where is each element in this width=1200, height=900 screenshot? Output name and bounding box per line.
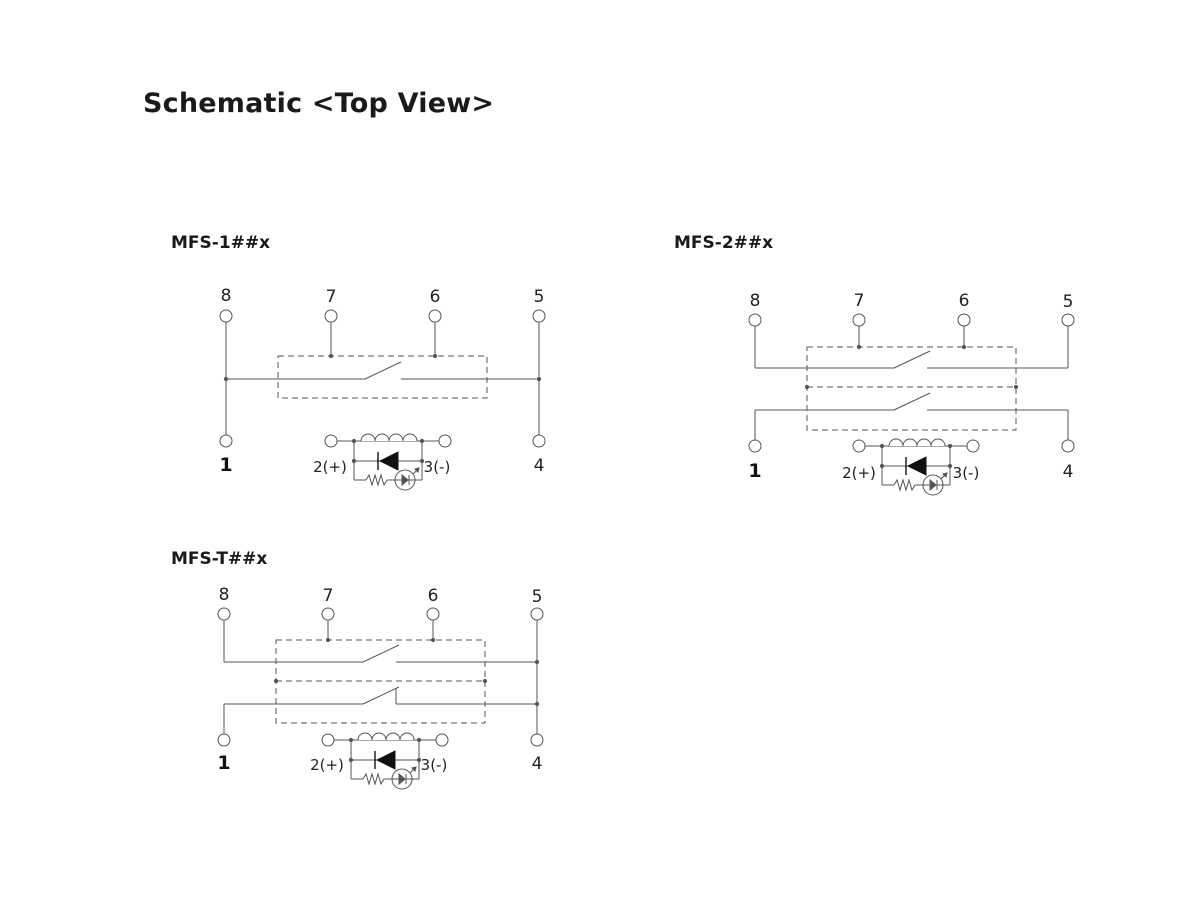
diagram-mfs-2 xyxy=(748,313,1075,496)
page-title: Schematic <Top View> xyxy=(143,88,495,119)
relay-housing-box xyxy=(277,355,488,399)
pin-label-8: 8 xyxy=(219,585,230,605)
pin-label-8: 8 xyxy=(750,291,761,311)
pin-label-1: 1 xyxy=(217,752,230,774)
pin-label-7: 7 xyxy=(854,291,865,311)
coil-minus-label: 3(-) xyxy=(424,458,451,476)
terminal-pin-4 xyxy=(532,434,546,448)
diagram-label-mfs-t: MFS-T##x xyxy=(171,549,268,569)
terminal-pin-1 xyxy=(219,434,233,448)
terminal-pin-1 xyxy=(748,439,762,453)
coil-minus-label: 3(-) xyxy=(953,464,980,482)
terminal-pin-5 xyxy=(1061,313,1075,327)
terminal-pin-5 xyxy=(530,607,544,621)
pin-label-5: 5 xyxy=(532,587,543,607)
terminal-pin-1 xyxy=(217,733,231,747)
terminal-pin-8 xyxy=(748,313,762,327)
pin-label-7: 7 xyxy=(323,586,334,606)
terminal-pin-7 xyxy=(321,607,335,621)
terminal-pin-8 xyxy=(219,309,233,323)
pin-label-5: 5 xyxy=(1063,292,1074,312)
pin-label-4: 4 xyxy=(532,754,543,774)
pin-label-1: 1 xyxy=(748,460,761,482)
diagram-label-mfs-1: MFS-1##x xyxy=(171,233,271,253)
terminal-pin-6 xyxy=(428,309,442,323)
pin-label-4: 4 xyxy=(534,456,545,476)
pin-label-6: 6 xyxy=(428,586,439,606)
coil-minus-label: 3(-) xyxy=(421,756,448,774)
pin-label-1: 1 xyxy=(219,454,232,476)
diagram-mfs-t xyxy=(217,607,544,790)
pin-label-5: 5 xyxy=(534,287,545,307)
terminal-pin-7 xyxy=(852,313,866,327)
pin-label-4: 4 xyxy=(1063,462,1074,482)
pin-label-6: 6 xyxy=(430,287,441,307)
terminal-pin-7 xyxy=(324,309,338,323)
terminal-pin-5 xyxy=(532,309,546,323)
terminal-pin-8 xyxy=(217,607,231,621)
diagram-label-mfs-2: MFS-2##x xyxy=(674,233,774,253)
coil-plus-label: 2(+) xyxy=(313,458,347,476)
diagram-mfs-1 xyxy=(219,309,546,491)
coil-plus-label: 2(+) xyxy=(310,756,344,774)
pin-label-8: 8 xyxy=(221,286,232,306)
terminal-pin-6 xyxy=(957,313,971,327)
pin-label-6: 6 xyxy=(959,291,970,311)
terminal-pin-4 xyxy=(530,733,544,747)
coil-plus-label: 2(+) xyxy=(842,464,876,482)
pin-label-7: 7 xyxy=(326,287,337,307)
terminal-pin-6 xyxy=(426,607,440,621)
terminal-pin-4 xyxy=(1061,439,1075,453)
